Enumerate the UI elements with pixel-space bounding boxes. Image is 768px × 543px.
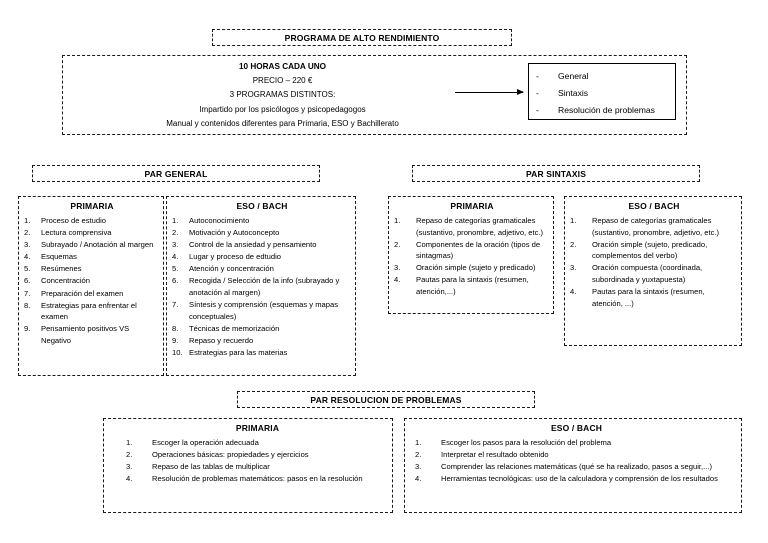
list-item: Subrayado / Anotación al margen [24,239,154,250]
list-item: Componentes de la oración (tipos de sint… [394,239,541,261]
programs-list: - General - Sintaxis - Resolución de pro… [536,68,674,119]
dash-bullet-icon: - [536,105,539,115]
program-label: General [558,71,589,81]
list-item: Resúmenes [24,263,82,274]
document-title-box: PROGRAMA DE ALTO RENDIMIENTO [212,29,512,46]
list-item: Control de la ansiedad y pensamiento [172,239,317,250]
list-item: Atención y concentración [172,263,274,274]
dash-bullet-icon: - [536,71,539,81]
programs-list-item: - General [536,68,674,85]
programs-list-item: - Sintaxis [536,85,674,102]
overview-box [62,55,687,135]
programs-list-item: - Resolución de problemas [536,102,674,119]
column-heading: PRIMARIA [70,201,114,211]
overview-line-programs: 3 PROGRAMAS DISTINTOS: [229,90,336,100]
list-item: Técnicas de memorización [172,323,280,334]
list-item: Pautas para la sintaxis (resumen, atenci… [570,286,705,308]
list-item: Repaso y recuerdo [172,335,254,346]
list-item: Estrategias para las materias [172,347,288,358]
section-general-column-eso-bach: ESO / BACH Autoconocimiento Motivación y… [166,196,356,376]
list-item: Motivación y Autoconcepto [172,227,280,238]
section-general-column-primaria: PRIMARIA Proceso de estudio Lectura comp… [18,196,164,376]
list-item: Preparación del examen [24,288,124,299]
column-list: Escoger la operación adecuada Operacione… [126,437,389,485]
list-item: Estrategias para enfrentar el examen [24,300,137,322]
section-sintaxis-column-eso-bach: ESO / BACH Repaso de categorías gramatic… [564,196,742,346]
section-sintaxis-column-primaria: PRIMARIA Repaso de categorías gramatical… [388,196,554,314]
column-heading: ESO / BACH [236,201,288,211]
section-resolucion-column-primaria: PRIMARIA Escoger la operación adecuada O… [103,418,393,513]
overview-lines: 10 HORAS CADA UNO PRECIO – 220 € 3 PROGR… [70,60,495,131]
list-item: Resolución de problemas matemáticos: pas… [126,473,363,484]
column-heading: PRIMARIA [450,201,494,211]
program-label: Resolución de problemas [558,105,655,115]
list-item: Oración simple (sujeto, predicado, compl… [570,239,708,261]
list-item: Escoger la operación adecuada [126,437,259,448]
list-item: Operaciones básicas: propiedades y ejerc… [126,449,309,460]
overview-line-price: PRECIO – 220 € [252,76,313,86]
section-banner-label: PAR SINTAXIS [525,168,587,179]
program-label: Sintaxis [558,88,589,98]
dash-bullet-icon: - [536,88,539,98]
column-heading: ESO / BACH [628,201,680,211]
column-list: Repaso de categorías gramaticales (susta… [394,215,550,298]
list-item: Repaso de categorías gramaticales (susta… [570,215,720,237]
overview-line-hours: 10 HORAS CADA UNO [238,62,327,71]
section-banner-par-resolucion: PAR RESOLUCION DE PROBLEMAS [237,391,535,408]
list-item: Autoconocimiento [172,215,250,226]
list-item: Concentración [24,275,90,286]
page-title: PROGRAMA DE ALTO RENDIMIENTO [284,32,440,43]
list-item: Oración compuesta (coordinada, subordina… [570,262,703,284]
list-item: Lectura comprensiva [24,227,112,238]
column-heading: ESO / BACH [550,423,603,433]
list-item: Repaso de las tablas de multiplicar [126,461,270,472]
list-item: Esquemas [24,251,77,262]
list-item: Síntesis y comprensión (esquemas y mapas… [172,299,338,321]
overview-line-materials: Manual y contenidos diferentes para Prim… [166,118,399,128]
section-banner-par-sintaxis: PAR SINTAXIS [412,165,700,182]
section-banner-par-general: PAR GENERAL [32,165,320,182]
section-resolucion-column-eso-bach: ESO / BACH Escoger los pasos para la res… [404,418,742,513]
section-banner-label: PAR RESOLUCION DE PROBLEMAS [310,394,462,405]
list-item: Recogida / Selección de la info (subraya… [172,275,340,298]
list-item: Repaso de categorías gramaticales (susta… [394,215,544,237]
column-list: Escoger los pasos para la resolución del… [415,437,738,485]
arrow-right-icon [455,89,524,96]
list-item: Oración simple (sujeto y predicado) [394,262,536,273]
list-item: Escoger los pasos para la resolución del… [415,437,612,448]
column-heading: PRIMARIA [235,423,280,433]
list-item: Proceso de estudio [24,215,107,226]
list-item: Lugar y proceso de edtudio [172,251,282,262]
column-list: Proceso de estudio Lectura comprensiva S… [24,215,160,347]
list-item: Pautas para la sintaxis (resumen, atenci… [394,274,529,297]
column-list: Autoconocimiento Motivación y Autoconcep… [172,215,352,359]
list-item: Interpretar el resultado obtenido [415,449,549,460]
list-item: Herramientas tecnológicas: uso de la cal… [415,473,718,484]
column-list: Repaso de categorías gramaticales (susta… [570,215,738,309]
list-item: Comprender las relaciones matemáticas (q… [415,461,712,472]
overview-line-staff: Impartido por los psicólogos y psicopeda… [199,104,366,114]
list-item: Pensamiento positivos VS Negativo [24,323,130,345]
section-banner-label: PAR GENERAL [144,168,208,179]
programs-box: - General - Sintaxis - Resolución de pro… [528,63,676,120]
